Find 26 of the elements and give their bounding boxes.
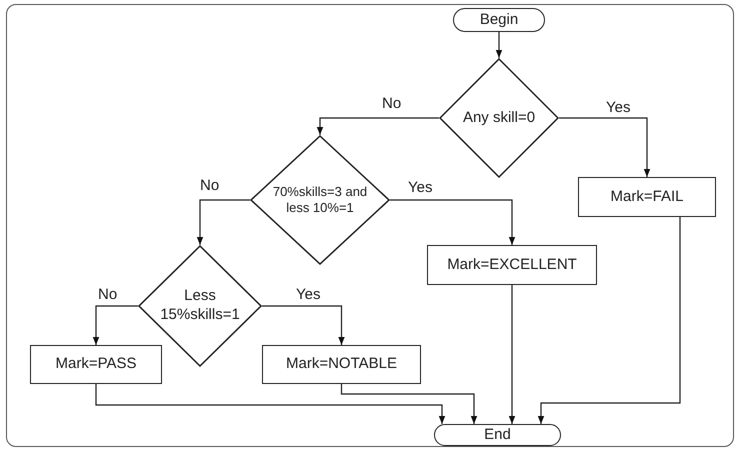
terminator: Begin [453, 8, 545, 32]
terminator: End [434, 424, 561, 446]
edge-label: Yes [406, 180, 434, 195]
edge-label: No [96, 287, 120, 302]
edge-label: No [380, 96, 404, 111]
process-box: Mark=EXCELLENT [427, 245, 597, 285]
arrow [95, 384, 446, 424]
edge-label: Yes [294, 287, 322, 302]
arrow [316, 117, 439, 135]
decision-diamond: Any skill=0 [439, 58, 559, 178]
process-box: Mark=PASS [30, 345, 162, 384]
process-box: Mark=FAIL [578, 177, 716, 217]
decision-diamond: 70%skills=3 and less 10%=1 [250, 135, 390, 265]
arrow [390, 199, 516, 245]
arrow [538, 217, 681, 424]
arrow [92, 305, 138, 345]
edge-label: Yes [604, 100, 632, 115]
arrow [559, 117, 650, 177]
arrow [496, 32, 502, 58]
arrow [262, 305, 345, 345]
arrow [196, 199, 250, 245]
process-box: Mark=NOTABLE [262, 345, 421, 384]
edge-label: No [198, 178, 222, 193]
arrow [508, 285, 516, 424]
decision-diamond: Less 15%skills=1 [138, 245, 262, 367]
arrow [340, 384, 478, 424]
